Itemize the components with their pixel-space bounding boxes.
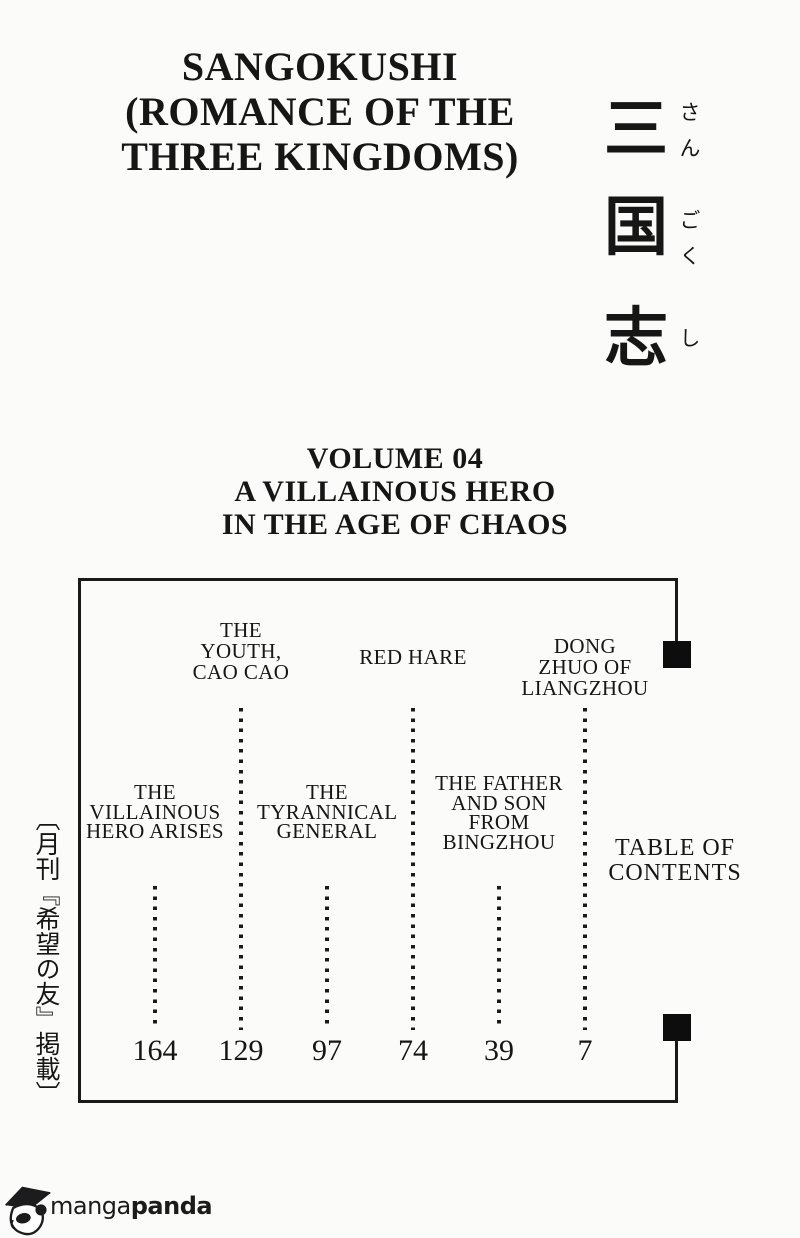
chapter-title-the-youth-cao-cao: THE YOUTH, CAO CAO [192,618,290,684]
toc-frame-right-bottom-segment [675,1040,678,1103]
dotted-leader-line [153,886,157,1030]
furigana-2: ごく [677,209,701,281]
japanese-title-kanji-3: 志 [604,302,668,376]
mangapanda-panda-icon [5,1186,51,1236]
watermark-brand-regular: manga [50,1192,131,1220]
corner-square-top-icon [663,641,691,668]
dotted-leader-line [497,886,501,1030]
chapter-title-father-and-son-from-bingzhou: THE FATHER AND SON FROM BINGZHOU [435,771,563,854]
chapter-page-number: 74 [398,1034,428,1067]
watermark-text: mangapanda [50,1192,213,1220]
chapter-title-red-hare: RED HARE [359,645,467,669]
corner-square-bottom-icon [663,1014,691,1041]
chapter-title-tyrannical-general: THE TYRANNICAL GENERAL [257,780,398,843]
chapter-page-number: 97 [312,1034,342,1067]
chapter-page-number: 7 [577,1034,593,1067]
watermark-brand-bold: panda [130,1192,213,1220]
dotted-leader-line [411,708,415,1030]
watermark: mangapanda [2,1181,213,1237]
volume-title: VOLUME 04 A VILLAINOUS HERO IN THE AGE O… [221,442,569,541]
table-of-contents-label: TABLE OF CONTENTS [608,835,742,886]
dotted-leader-line [239,708,243,1030]
toc-frame [78,578,678,1103]
publication-note-vertical: 〔月刊『希望の友』掲載〕 [32,806,61,1106]
dotted-leader-line [583,708,587,1030]
furigana-3: し [677,327,701,363]
series-title: SANGOKUSHI (ROMANCE OF THE THREE KINGDOM… [121,44,519,179]
chapter-page-number: 129 [218,1034,264,1067]
chapter-title-villainous-hero-arises: THE VILLAINOUS HERO ARISES [85,780,224,843]
toc-frame-right-top-segment [675,578,678,643]
chapter-page-number: 39 [484,1034,514,1067]
chapter-title-dong-zhuo-of-liangzhou: DONG ZHUO OF LIANGZHOU [521,634,649,700]
japanese-title-kanji-2: 国 [604,191,668,265]
dotted-leader-line [325,886,329,1030]
japanese-title-kanji-1: 三 [604,93,668,167]
chapter-page-number: 164 [132,1034,178,1067]
furigana-1: さん [677,101,701,173]
